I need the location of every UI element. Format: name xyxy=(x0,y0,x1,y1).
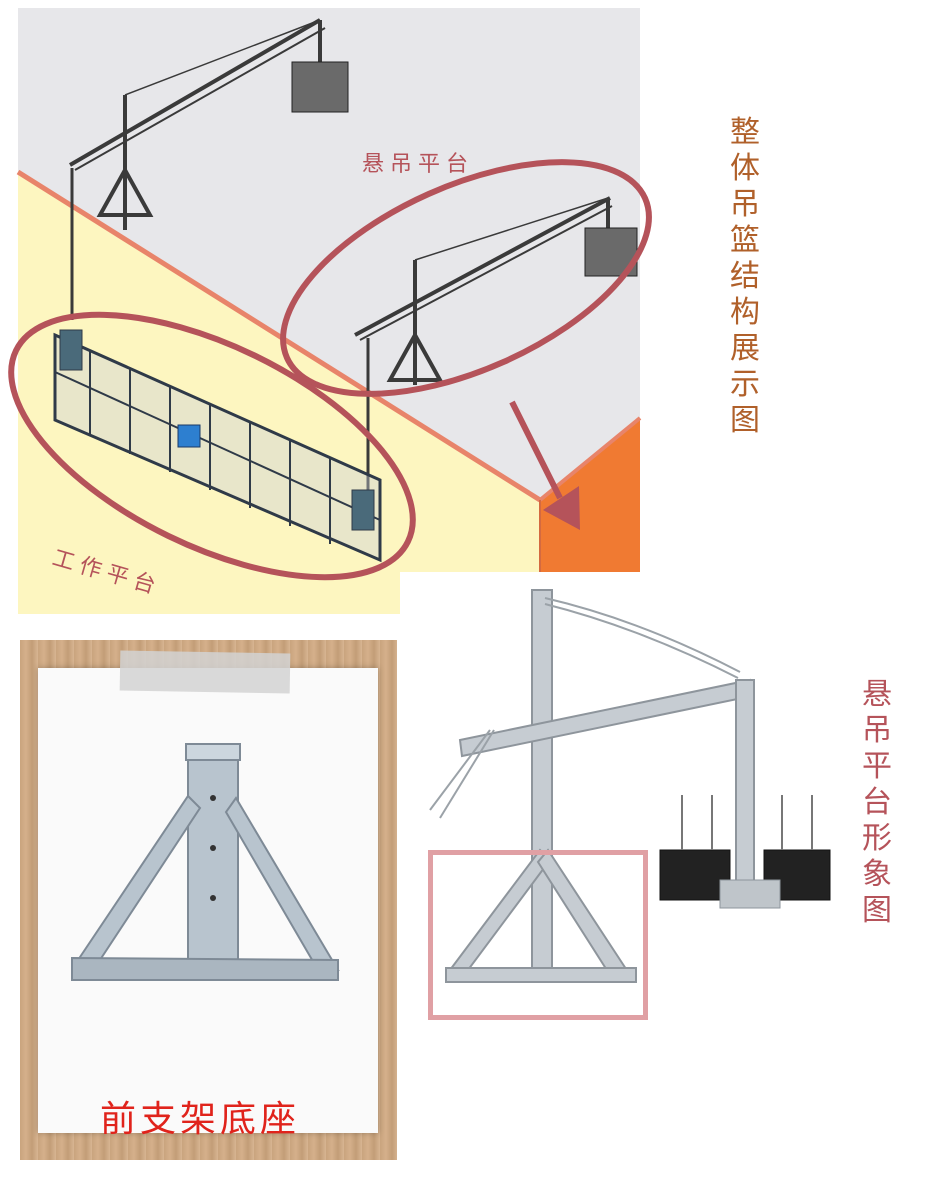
label-char: 图 xyxy=(862,893,892,928)
pointer-arrow xyxy=(509,400,580,530)
wall-orange xyxy=(540,418,640,572)
title-char: 展 xyxy=(730,331,760,366)
right-suspension-mechanism xyxy=(354,196,638,490)
label-char: 吊 xyxy=(862,713,892,748)
title-char: 示 xyxy=(730,367,760,402)
counterweights xyxy=(659,849,831,909)
label-char: 形 xyxy=(862,821,892,856)
title-char: 构 xyxy=(730,295,760,330)
suspension-platform-ellipse xyxy=(280,159,652,397)
title-char: 体 xyxy=(730,151,760,186)
base-right-brace xyxy=(224,796,340,971)
roof-edge-line xyxy=(16,169,542,503)
outrigger-beam xyxy=(458,678,754,758)
title-char: 结 xyxy=(730,259,760,294)
work-platform-basket xyxy=(53,329,382,563)
label-char: 台 xyxy=(862,785,892,820)
gondola-structure-diagram xyxy=(8,8,652,614)
front-base-highlight-box xyxy=(428,850,648,1020)
label-char: 悬 xyxy=(862,677,892,712)
suspension-platform-image-label: 悬 吊 平 台 形 象 图 xyxy=(862,680,892,926)
overall-structure-title: 整 体 吊 篮 结 构 展 示 图 xyxy=(730,118,760,436)
base-left-brace xyxy=(72,794,202,967)
title-char: 吊 xyxy=(730,187,760,222)
suspension-platform-image xyxy=(429,589,831,983)
work-platform-ellipse xyxy=(8,311,416,581)
left-suspension-mechanism xyxy=(68,18,349,320)
base-bottom-bar xyxy=(71,956,339,981)
suspension-platform-label: 悬吊平台 xyxy=(362,152,475,177)
title-char: 篮 xyxy=(730,223,760,258)
base-vertical-post xyxy=(187,747,239,974)
front-bracket-base-image xyxy=(71,743,340,981)
label-char: 象 xyxy=(862,857,892,892)
front-bracket-base-caption: 前支架底座 xyxy=(100,1099,301,1140)
title-char: 整 xyxy=(730,115,760,150)
rear-mast xyxy=(735,679,755,891)
title-char: 图 xyxy=(730,403,760,438)
label-char: 平 xyxy=(862,749,892,784)
